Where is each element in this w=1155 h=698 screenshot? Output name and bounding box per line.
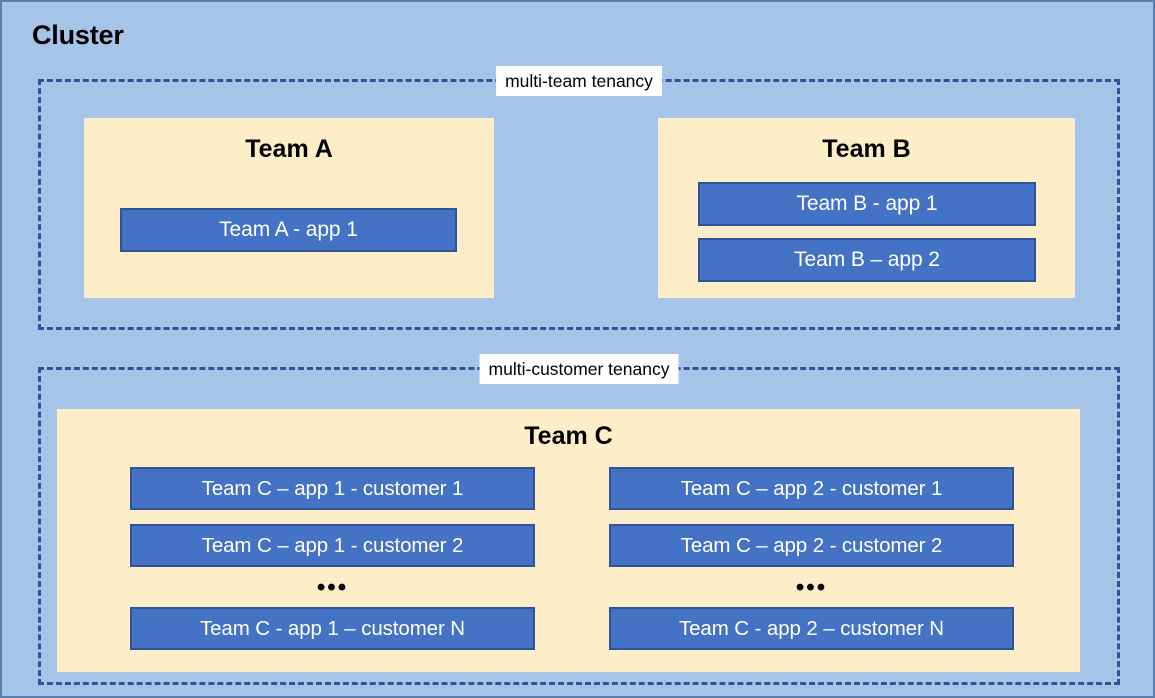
ellipsis-team-c-app-2: ••• [795,574,828,601]
tenancy-label-multi-team: multi-team tenancy [496,66,662,96]
team-box-team-b: Team B Team B - app 1 Team B – app 2 [658,118,1075,298]
app-box-team-c-app-1-customer-1[interactable]: Team C – app 1 - customer 1 [130,467,535,510]
tenancy-group-multi-customer: multi-customer tenancy [38,354,1120,685]
tenancy-label-multi-customer: multi-customer tenancy [479,354,679,384]
app-box-team-c-app-1-customer-2[interactable]: Team C – app 1 - customer 2 [130,524,535,567]
team-box-team-c: Team C Team C – app 1 - customer 1 Team … [57,409,1080,672]
team-box-team-a: Team A Team A - app 1 [84,118,494,298]
tenancy-group-multi-team: multi-team tenancy [38,66,1120,330]
app-box-team-b-app-1[interactable]: Team B - app 1 [698,182,1036,226]
team-title-team-a: Team A [245,135,333,163]
team-title-team-c: Team C [524,422,613,450]
app-box-team-c-app-1-customer-n[interactable]: Team C - app 1 – customer N [130,607,535,650]
team-c-column-app-2: Team C – app 2 - customer 1 Team C – app… [609,467,1014,664]
app-box-team-c-app-2-customer-n[interactable]: Team C - app 2 – customer N [609,607,1014,650]
app-box-team-b-app-2[interactable]: Team B – app 2 [698,238,1036,282]
app-box-team-c-app-2-customer-2[interactable]: Team C – app 2 - customer 2 [609,524,1014,567]
cluster-title: Cluster [32,20,124,50]
team-c-column-app-1: Team C – app 1 - customer 1 Team C – app… [130,467,535,664]
app-box-team-a-app-1[interactable]: Team A - app 1 [120,208,457,252]
ellipsis-team-c-app-1: ••• [316,574,349,601]
team-title-team-b: Team B [822,135,911,163]
app-box-team-c-app-2-customer-1[interactable]: Team C – app 2 - customer 1 [609,467,1014,510]
